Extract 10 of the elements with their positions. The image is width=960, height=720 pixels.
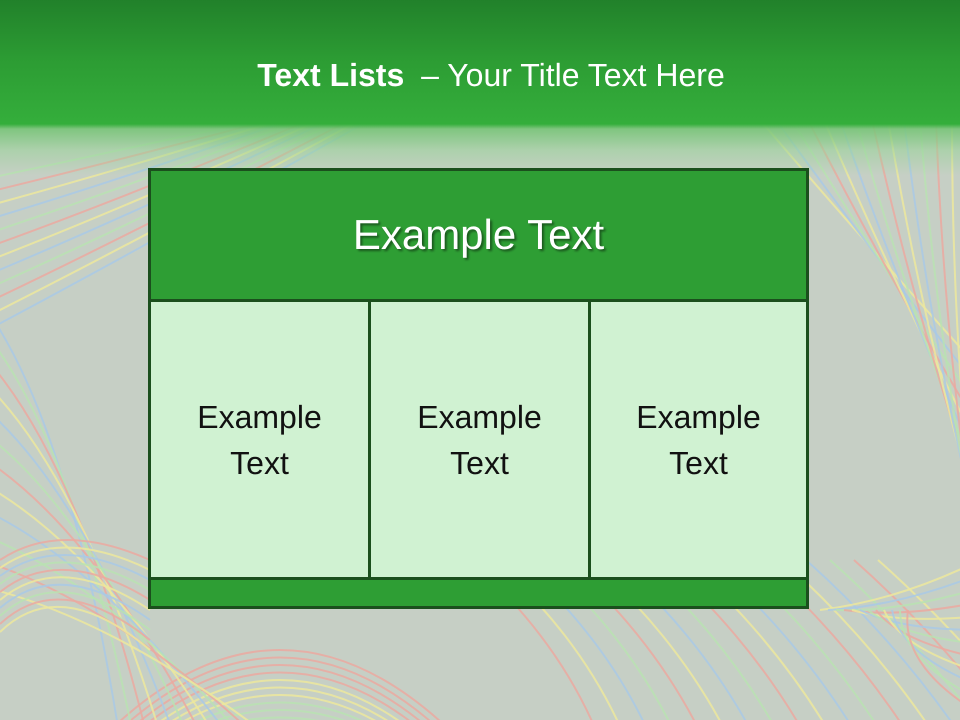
text-panel (368, 299, 591, 580)
slide-title: Text Lists – Your Title Text Here (257, 56, 725, 95)
text-panel (588, 299, 809, 580)
cell-text: Example Text (416, 398, 543, 482)
text-panel (148, 299, 371, 580)
cell-text: Example Text (635, 398, 762, 482)
cell-text: Example Text (196, 398, 323, 482)
footer-bar (148, 577, 809, 609)
heading-text: Example Text (352, 210, 604, 260)
header-band (148, 168, 809, 302)
